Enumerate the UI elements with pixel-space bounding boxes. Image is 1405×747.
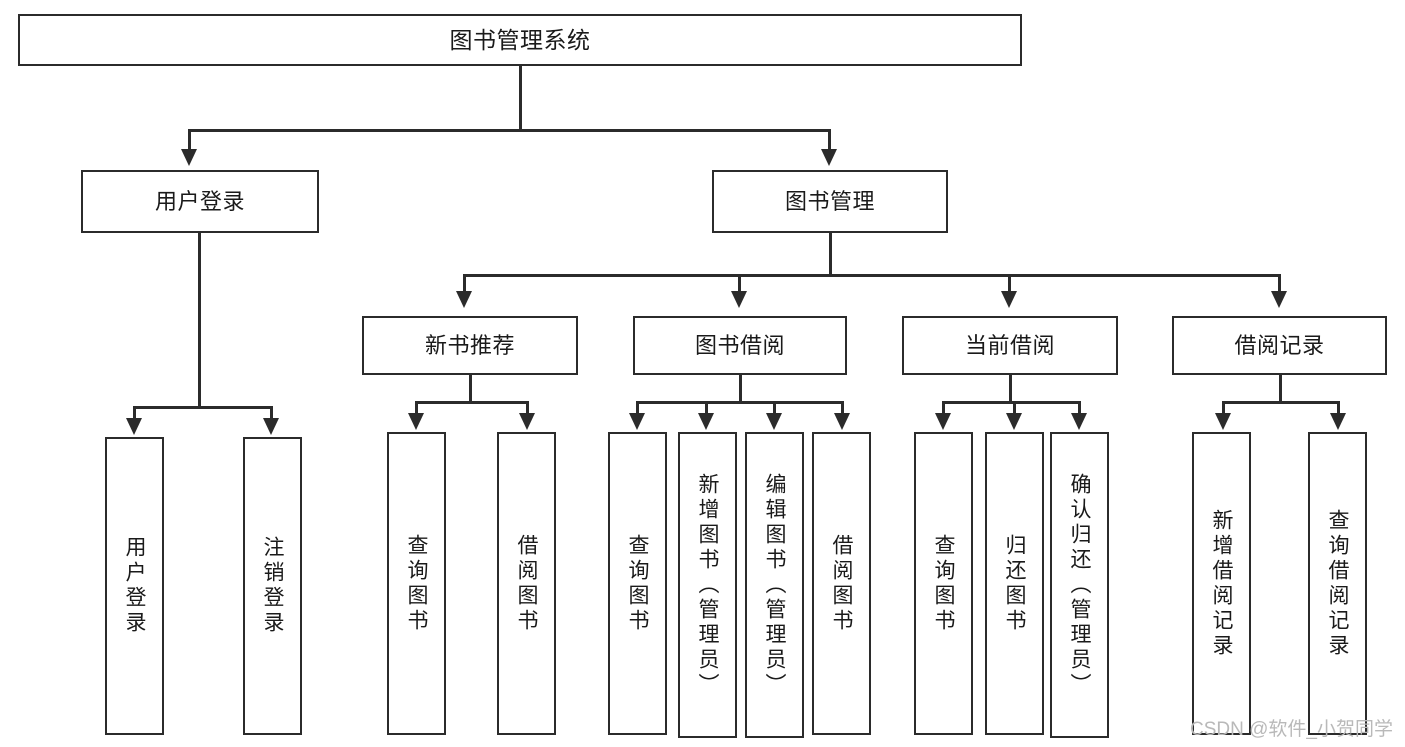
connector-user-login-to-leaf-2 <box>270 406 273 420</box>
connector-book-borrow-stem <box>739 375 742 403</box>
arrowhead-nb-borrow-book <box>519 413 535 430</box>
connector-new-book-stem <box>469 375 472 403</box>
connector-bb-to-leaf-3 <box>773 401 776 415</box>
leaf-cb-return-book[interactable]: 归还图书 <box>985 432 1044 735</box>
node-new-book-recommend[interactable]: 新书推荐 <box>362 316 578 375</box>
connector-current-borrow-stem <box>1009 375 1012 403</box>
connector-cb-to-leaf-1 <box>942 401 945 415</box>
leaf-cb-query-book[interactable]: 查询图书 <box>914 432 973 735</box>
node-label: 新增借阅记录 <box>1210 508 1233 659</box>
leaf-nb-borrow-book[interactable]: 借阅图书 <box>497 432 556 735</box>
leaf-bb-borrow-book[interactable]: 借阅图书 <box>812 432 871 735</box>
node-label: 注销登录 <box>261 536 284 636</box>
connector-book-management-bar <box>463 274 1280 277</box>
connector-cb-to-leaf-2 <box>1013 401 1016 415</box>
arrowhead-current-borrow <box>1001 291 1017 308</box>
connector-root-to-book-management <box>828 129 831 151</box>
arrowhead-new-book-recommend <box>456 291 472 308</box>
connector-borrow-record-bar <box>1222 401 1339 404</box>
connector-user-login-stem <box>198 233 201 408</box>
arrowhead-bb-add-book <box>698 413 714 430</box>
arrowhead-leaf-user-login <box>126 418 142 435</box>
arrowhead-book-management <box>821 149 837 166</box>
connector-root-to-user-login <box>188 129 191 151</box>
node-label: 当前借阅 <box>964 332 1055 358</box>
node-label: 用户登录 <box>123 536 146 636</box>
arrowhead-bb-borrow-book <box>834 413 850 430</box>
node-label: 图书借阅 <box>694 332 785 358</box>
arrowhead-cb-return-book <box>1006 413 1022 430</box>
arrowhead-br-add-record <box>1215 413 1231 430</box>
connector-cb-to-leaf-3 <box>1078 401 1081 415</box>
node-label: 图书管理 <box>784 188 875 214</box>
arrowhead-book-borrow <box>731 291 747 308</box>
node-label: 新书推荐 <box>424 332 515 358</box>
leaf-br-query-record[interactable]: 查询借阅记录 <box>1308 432 1367 735</box>
connector-borrow-record-stem <box>1279 375 1282 403</box>
connector-book-management-stem <box>829 233 832 276</box>
connector-new-book-to-leaf-1 <box>415 401 418 415</box>
node-label: 新增图书（管理员） <box>696 472 719 698</box>
watermark-text: CSDN @软件_小贺同学 <box>1190 719 1393 740</box>
arrowhead-borrow-record <box>1271 291 1287 308</box>
node-label: 查询图书 <box>405 533 428 634</box>
leaf-cb-confirm-return[interactable]: 确认归还（管理员） <box>1050 432 1109 738</box>
node-label: 归还图书 <box>1003 533 1026 634</box>
node-book-borrow[interactable]: 图书借阅 <box>633 316 847 375</box>
arrowhead-br-query-record <box>1330 413 1346 430</box>
connector-book-borrow-bar <box>636 401 843 404</box>
node-current-borrow[interactable]: 当前借阅 <box>902 316 1118 375</box>
node-user-login[interactable]: 用户登录 <box>81 170 319 233</box>
node-label: 借阅图书 <box>830 533 853 634</box>
leaf-br-add-record[interactable]: 新增借阅记录 <box>1192 432 1251 735</box>
arrowhead-bb-edit-book <box>766 413 782 430</box>
connector-user-login-to-leaf-1 <box>133 406 136 420</box>
connector-bb-to-leaf-4 <box>841 401 844 415</box>
connector-br-to-leaf-1 <box>1222 401 1225 415</box>
leaf-bb-query-book[interactable]: 查询图书 <box>608 432 667 735</box>
node-label: 用户登录 <box>154 188 245 214</box>
node-label: 查询图书 <box>932 533 955 634</box>
node-label: 借阅记录 <box>1234 332 1325 358</box>
connector-new-book-bar <box>415 401 528 404</box>
connector-current-borrow-bar <box>942 401 1080 404</box>
connector-br-to-leaf-2 <box>1337 401 1340 415</box>
arrowhead-user-login <box>181 149 197 166</box>
connector-new-book-to-leaf-2 <box>526 401 529 415</box>
arrowhead-bb-query-book <box>629 413 645 430</box>
connector-bb-to-leaf-2 <box>705 401 708 415</box>
leaf-bb-edit-book[interactable]: 编辑图书（管理员） <box>745 432 804 738</box>
connector-bm-to-book-borrow <box>738 274 741 293</box>
leaf-bb-add-book[interactable]: 新增图书（管理员） <box>678 432 737 738</box>
connector-bb-to-leaf-1 <box>636 401 639 415</box>
node-label: 查询图书 <box>626 533 649 634</box>
node-root-book-management-system[interactable]: 图书管理系统 <box>18 14 1022 66</box>
leaf-logout[interactable]: 注销登录 <box>243 437 302 735</box>
node-book-management[interactable]: 图书管理 <box>712 170 948 233</box>
node-label: 借阅图书 <box>515 533 538 634</box>
connector-bm-to-new-book <box>463 274 466 293</box>
connector-root-stem <box>519 66 522 130</box>
node-label: 查询借阅记录 <box>1326 508 1349 659</box>
connector-root-bar <box>188 129 830 132</box>
leaf-user-login[interactable]: 用户登录 <box>105 437 164 735</box>
node-label: 编辑图书（管理员） <box>763 472 786 698</box>
node-borrow-record[interactable]: 借阅记录 <box>1172 316 1387 375</box>
connector-user-login-bar <box>133 406 272 409</box>
arrowhead-cb-query-book <box>935 413 951 430</box>
arrowhead-nb-query-book <box>408 413 424 430</box>
connector-bm-to-borrow-record <box>1278 274 1281 293</box>
arrowhead-cb-confirm-return <box>1071 413 1087 430</box>
node-label: 确认归还（管理员） <box>1068 472 1091 698</box>
node-label: 图书管理系统 <box>449 26 591 53</box>
leaf-nb-query-book[interactable]: 查询图书 <box>387 432 446 735</box>
connector-bm-to-current-borrow <box>1008 274 1011 293</box>
arrowhead-leaf-logout <box>263 418 279 435</box>
